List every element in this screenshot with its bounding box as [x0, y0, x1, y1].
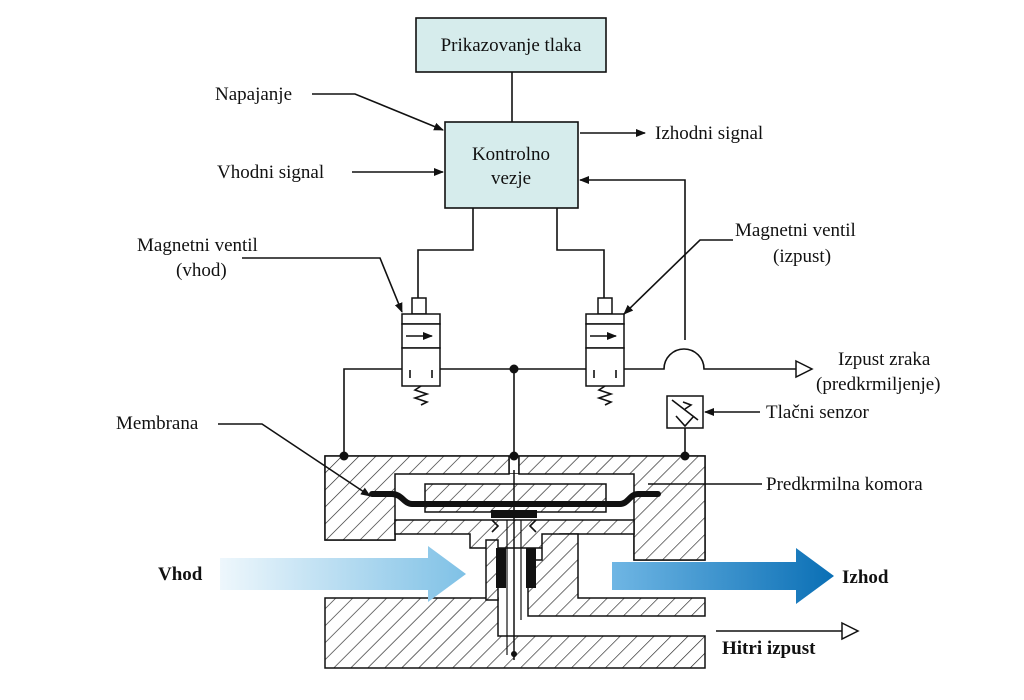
outlet-label: Izhod: [842, 567, 889, 588]
control-label-line1: Kontrolno: [472, 144, 550, 165]
membrane-leader: [218, 423, 371, 497]
valve-out-label-line1: Magnetni ventil: [735, 220, 856, 241]
supply-arrow: [312, 93, 444, 131]
control-circuit-box: Kontrolno vezje: [444, 121, 579, 209]
inlet-flow-arrow: [220, 546, 466, 602]
exhaust-label-line1: Izpust zraka: [838, 349, 931, 370]
quick-exhaust-arrowhead: [841, 621, 860, 641]
valve-in-label-line1: Magnetni ventil: [137, 235, 258, 256]
valve-in-label-line2: (vhod): [176, 260, 227, 281]
control-label-line2: vezje: [491, 168, 531, 189]
outlet-flow-arrow: [612, 548, 834, 604]
output-signal-label: Izhodni signal: [655, 123, 763, 144]
body-port-dot: [511, 651, 517, 657]
body-port-dot: [509, 451, 519, 461]
exhaust-arrowhead: [795, 359, 814, 379]
regulator-body: [324, 455, 706, 669]
body-port-dot: [680, 451, 690, 461]
valve-in-leader: [242, 257, 403, 313]
pressure-sensor-label: Tlačni senzor: [766, 402, 870, 423]
valve-out-label-line2: (izpust): [773, 246, 831, 267]
pressure-display-label: Prikazovanje tlaka: [441, 35, 582, 56]
exhaust-label-line2: (predkrmiljenje): [816, 374, 941, 395]
exhaust-line: [624, 348, 796, 370]
exhaust-solenoid-valve: [585, 297, 625, 406]
sensor-feedback-line: [579, 176, 686, 340]
membrane: [369, 491, 661, 507]
valve-out-leader: [623, 239, 733, 315]
input-signal-label: Vhodni signal: [217, 162, 324, 183]
inlet-solenoid-valve: [401, 297, 441, 406]
control-to-exhaust-valve: [556, 208, 605, 298]
junction-dot: [509, 364, 519, 374]
inlet-pilot-line: [343, 368, 402, 456]
membrane-label: Membrana: [116, 413, 199, 434]
pressure-display-box: Prikazovanje tlaka: [415, 17, 607, 73]
supply-label: Napajanje: [215, 84, 292, 105]
body-port-dot: [339, 451, 349, 461]
pilot-chamber-label: Predkrmilna komora: [766, 474, 923, 495]
inlet-label: Vhod: [158, 564, 203, 585]
pressure-sensor: [666, 395, 704, 429]
control-to-inlet-valve: [417, 208, 474, 298]
quick-exhaust-label: Hitri izpust: [722, 638, 816, 659]
